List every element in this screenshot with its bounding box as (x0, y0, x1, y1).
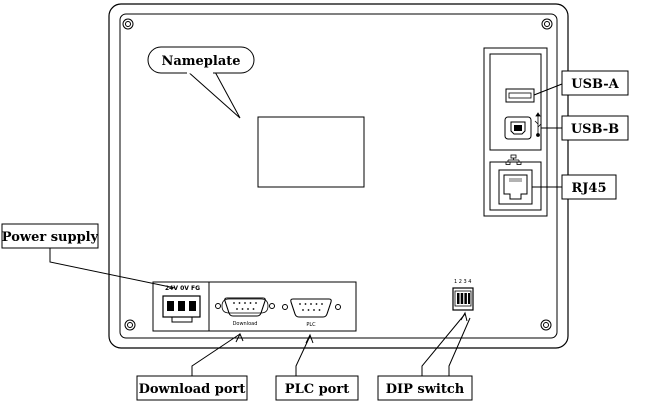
download-port-leader (191, 333, 241, 376)
plc-port-label: PLC (306, 322, 316, 328)
dip-switch-callout-box (377, 375, 473, 401)
usb-a-callout-box (561, 70, 629, 96)
usb-b-port (504, 116, 532, 140)
plc-port-callout-box (275, 375, 359, 401)
screw-bottom-left-icon (124, 319, 136, 331)
nameplate-callout-pointer (185, 69, 241, 119)
usb-a-leader (533, 83, 563, 96)
screw-bottom-right-icon (540, 319, 552, 331)
power-terminal (162, 295, 201, 323)
inner-housing (119, 13, 558, 339)
download-port-callout-label: Download port (139, 382, 246, 397)
connector-strip (152, 281, 357, 332)
rj45-callout-label: RJ45 (571, 181, 606, 196)
download-port-callout-box (136, 375, 248, 401)
power-supply-callout-label: Power supply (2, 230, 99, 245)
port-panel-outer (483, 47, 548, 217)
network-icon (505, 154, 522, 165)
usb-b-callout-label: USB-B (571, 122, 619, 137)
usb-a-callout-label: USB-A (571, 77, 619, 92)
port-panel-lower (489, 161, 542, 211)
screw-top-right-icon (541, 18, 553, 30)
dip-switch (452, 287, 474, 311)
port-panel-upper (489, 53, 542, 151)
download-db9-port (215, 297, 275, 317)
power-supply-leader (49, 248, 176, 289)
dip-switch-leader (421, 313, 466, 376)
power-supply-callout-box (1, 223, 99, 249)
usb-a-port (505, 88, 535, 103)
plc-port-leader (295, 335, 311, 376)
plc-db9-port (282, 298, 341, 318)
download-port-label: Download (233, 321, 258, 327)
screw-top-left-icon (122, 18, 134, 30)
nameplate-area (257, 116, 365, 188)
nameplate-callout-label: Nameplate (161, 54, 240, 69)
power-pin-labels: 24V 0V FG (165, 285, 200, 292)
dip-switch-numbers: 1 2 3 4 (454, 279, 472, 285)
plc-port-callout-label: PLC port (285, 382, 349, 397)
usb-b-callout-box (561, 115, 629, 141)
usb-icon (534, 112, 542, 137)
dip-switch-callout-label: DIP switch (386, 382, 465, 397)
rj45-callout-box (561, 174, 617, 200)
rj45-port (498, 169, 533, 205)
